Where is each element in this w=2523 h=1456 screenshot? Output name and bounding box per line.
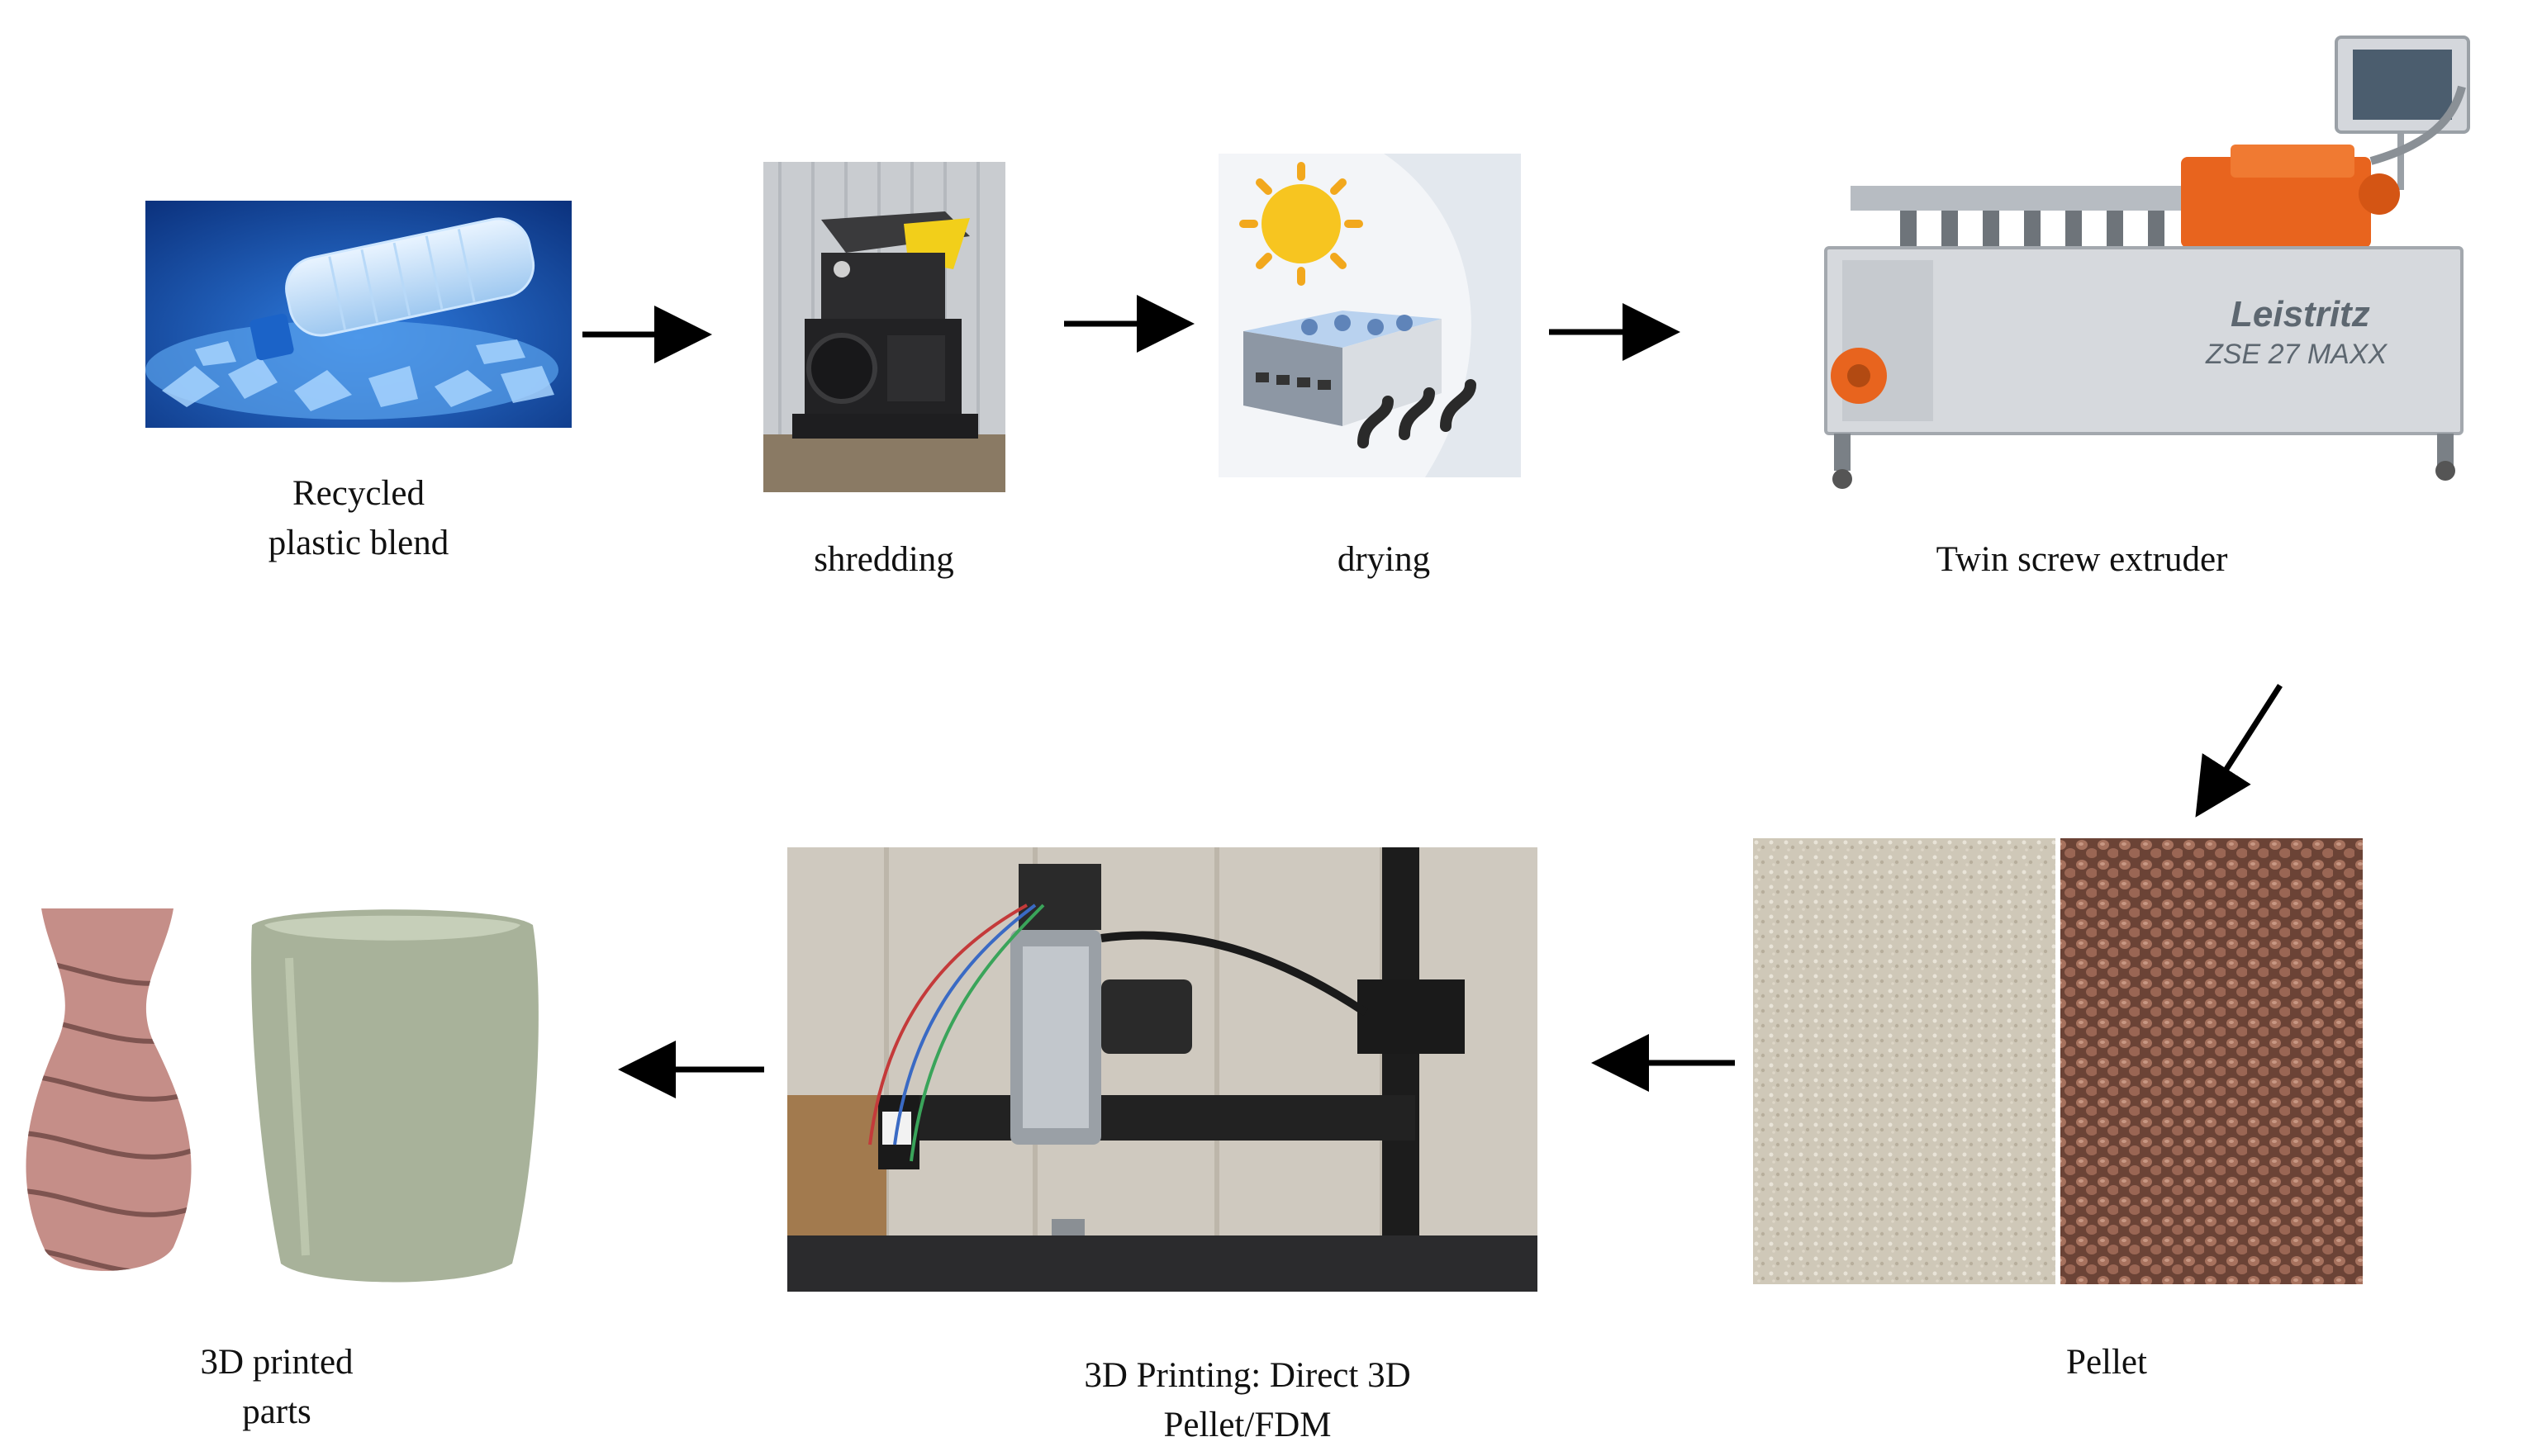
caption-parts-line1: 3D printed [200, 1343, 354, 1382]
caption-pellet: Pellet [2066, 1343, 2147, 1382]
caption-shredding: shredding [814, 540, 954, 579]
caption-parts-line2: parts [242, 1392, 311, 1431]
pellet-photo [1753, 838, 2363, 1284]
caption-twin-screw-extruder: Twin screw extruder [1936, 540, 2228, 579]
extruder-brand-text: Leistritz [2231, 294, 2370, 334]
drying-icon [1219, 154, 1521, 477]
arrow-extruder-to-pellet [2195, 684, 2283, 818]
extruder-model-text: ZSE 27 MAXX [2205, 339, 2388, 370]
printed-parts-photo [8, 900, 545, 1288]
extruder-photo: Leistritz ZSE 27 MAXX [1801, 21, 2520, 504]
recycled-plastic-photo [145, 201, 572, 428]
caption-printing-line2: Pellet/FDM [1163, 1406, 1332, 1444]
caption-recycled-line1: Recycled [292, 474, 425, 513]
caption-printing-line1: 3D Printing: Direct 3D [1084, 1356, 1411, 1395]
shredder-photo [763, 162, 1005, 492]
caption-recycled-line2: plastic blend [268, 524, 449, 562]
printer-photo [787, 847, 1537, 1292]
caption-drying: drying [1337, 540, 1431, 579]
